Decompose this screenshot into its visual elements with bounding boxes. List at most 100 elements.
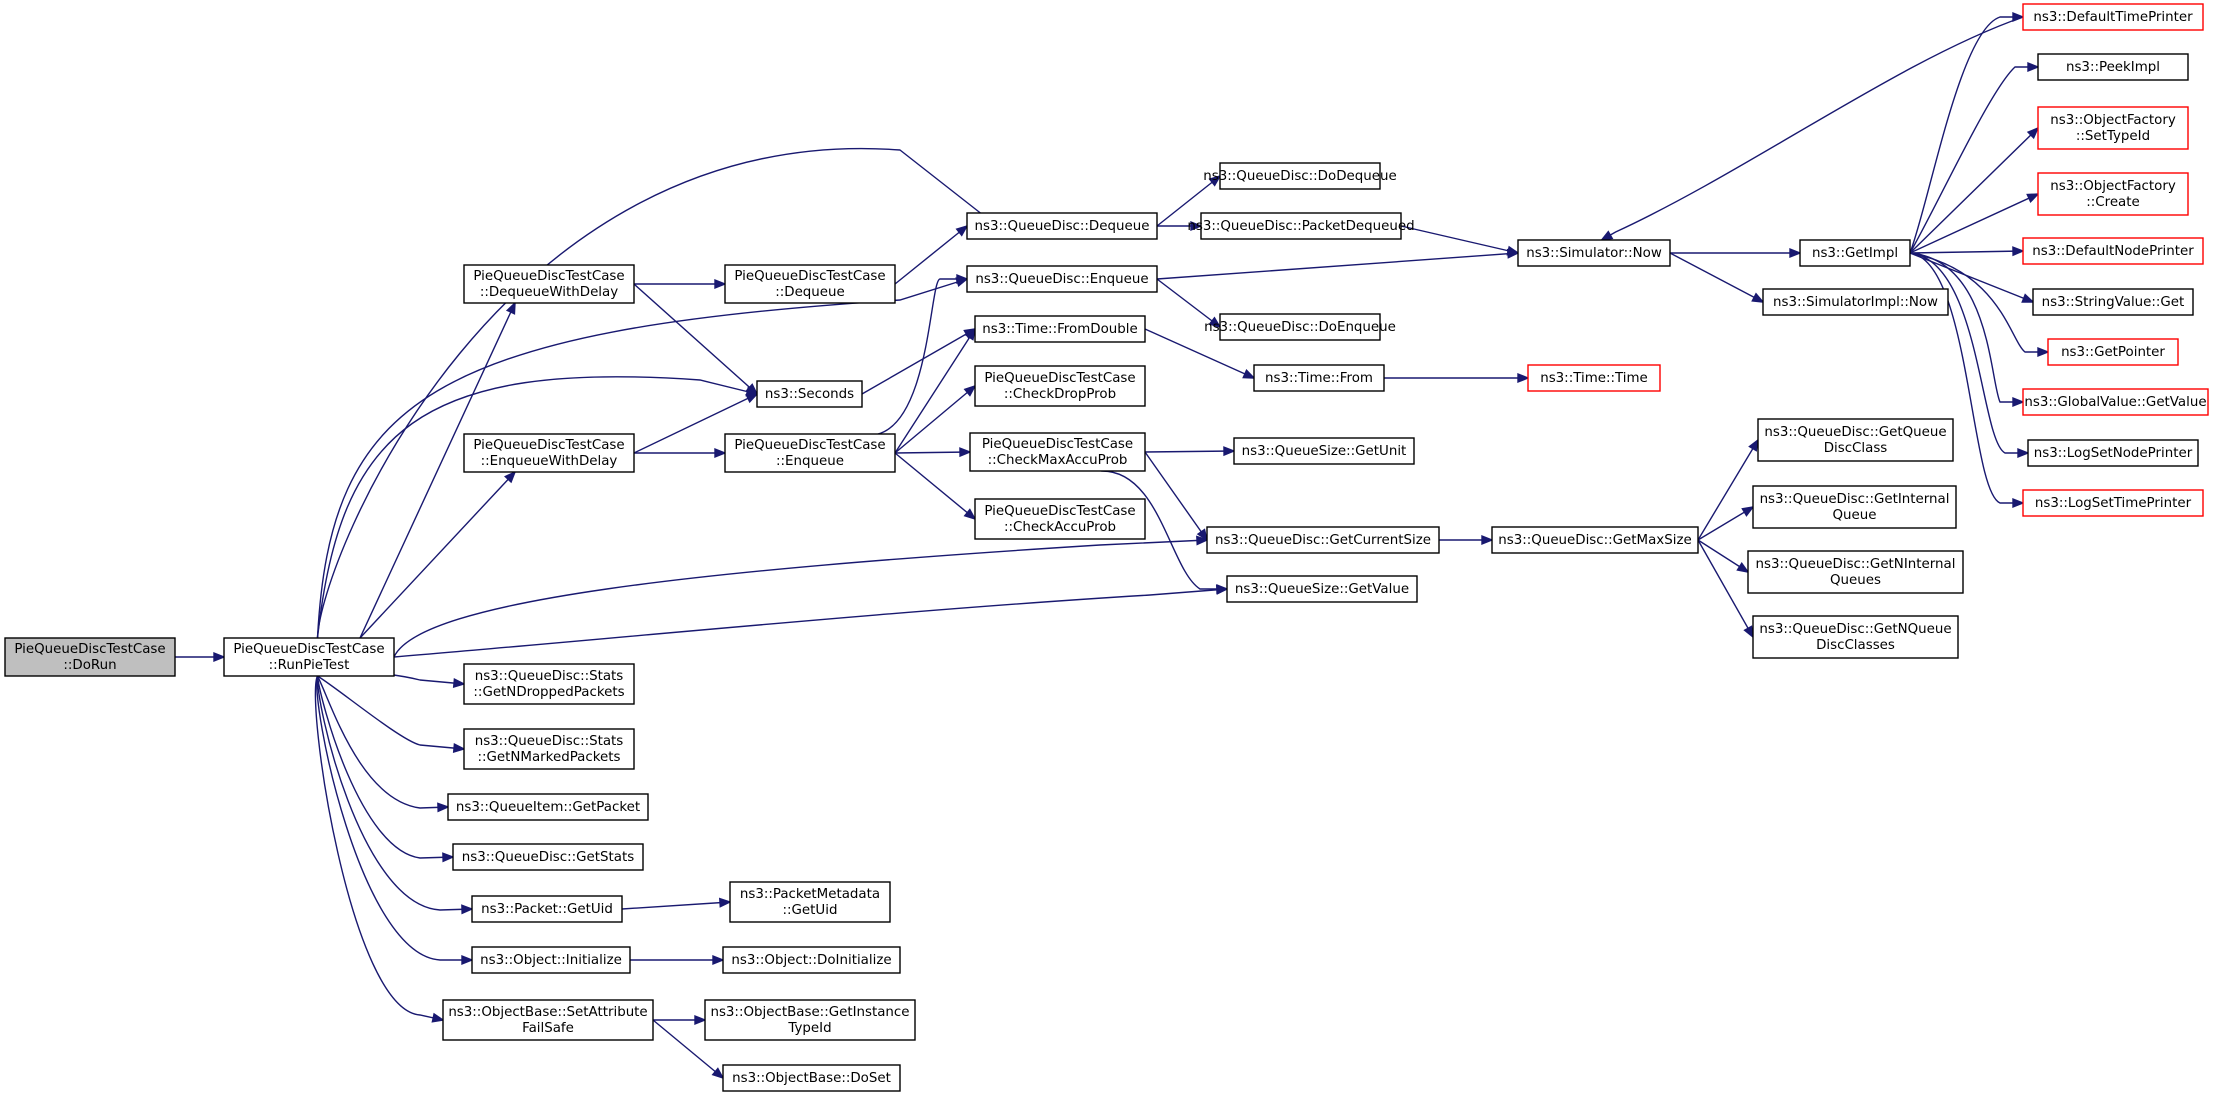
function-node[interactable]: PieQueueDiscTestCase::CheckDropProb [974,365,1146,407]
function-node[interactable]: ns3::PacketMetadata::GetUid [729,881,891,923]
function-node[interactable]: PieQueueDiscTestCase::EnqueueWithDelay [463,433,635,473]
function-node[interactable]: PieQueueDiscTestCase::Dequeue [724,264,896,304]
function-node[interactable]: PieQueueDiscTestCase::DoRun [4,637,176,677]
node-label: ns3::ObjectBase::GetInstance [710,1005,909,1020]
call-edge [1157,220,1203,232]
node-box [463,728,635,770]
node-box [1527,364,1661,392]
function-node[interactable]: ns3::Time::FromDouble [974,315,1146,343]
call-edge [894,452,977,521]
node-label: ::GetUid [783,903,838,918]
node-label: ns3::QueueDisc::GetNQueue [1759,622,1951,637]
node-box [463,433,635,473]
node-label: ns3::QueueDisc::GetCurrentSize [1215,533,1431,548]
function-node[interactable]: ns3::QueueItem::GetPacket [447,793,649,821]
function-node[interactable]: ns3::StringValue::Get [2032,288,2194,316]
function-node[interactable]: ns3::ObjectBase::DoSet [722,1064,901,1092]
function-node[interactable]: PieQueueDiscTestCase::CheckMaxAccuProb [969,432,1146,472]
node-box [2037,172,2189,216]
function-node[interactable]: PieQueueDiscTestCase::Enqueue [724,433,896,473]
function-node[interactable]: ns3::SimulatorImpl::Now [1762,288,1949,316]
node-label: ns3::Simulator::Now [1526,246,1662,261]
call-edge [1101,470,1229,595]
function-node[interactable]: PieQueueDiscTestCase::RunPieTest [223,637,395,677]
function-node[interactable]: ns3::QueueSize::GetUnit [1233,437,1415,465]
node-box [2022,388,2209,416]
function-node[interactable]: ns3::QueueDisc::GetCurrentSize [1206,526,1440,554]
function-node[interactable]: ns3::ObjectFactory::SetTypeId [2037,106,2189,150]
node-label: ns3::ObjectBase::SetAttribute [448,1005,647,1020]
function-node[interactable]: ns3::QueueDisc::Stats::GetNDroppedPacket… [463,663,635,705]
function-node[interactable]: ns3::DefaultTimePrinter [2022,3,2204,31]
node-label: ns3::ObjectFactory [2050,179,2176,194]
function-node[interactable]: PieQueueDiscTestCase::CheckAccuProb [974,498,1146,540]
call-edge [1909,252,2025,509]
call-edge [1599,16,2024,241]
function-node[interactable]: ns3::ObjectFactory::Create [2037,172,2189,216]
node-box [1219,162,1381,190]
function-node[interactable]: ns3::PeekImpl [2037,53,2189,81]
function-node[interactable]: ns3::QueueDisc::DoDequeue [1203,162,1397,190]
node-box [974,365,1146,407]
node-label: ns3::QueueDisc::GetQueue [1764,425,1946,440]
node-box [1206,526,1440,554]
call-edge [1156,248,1520,280]
node-label: ns3::GetPointer [2061,345,2165,360]
call-edge [861,328,977,395]
function-node[interactable]: ns3::Simulator::Now [1517,239,1671,267]
call-edge [633,283,759,396]
node-label: ns3::QueueDisc::GetMaxSize [1498,533,1691,548]
function-node[interactable]: ns3::QueueDisc::Dequeue [966,212,1158,240]
node-label: ::EnqueueWithDelay [481,454,618,469]
function-node[interactable]: ns3::GetPointer [2047,338,2179,366]
function-node[interactable]: ns3::Seconds [756,380,863,408]
function-node[interactable]: ns3::QueueSize::GetValue [1226,575,1418,603]
node-box [1253,364,1385,392]
node-box [452,843,644,871]
function-node[interactable]: PieQueueDiscTestCase::DequeueWithDelay [463,264,635,304]
function-node[interactable]: ns3::Object::Initialize [471,946,631,974]
node-box [1799,239,1911,267]
function-node[interactable]: ns3::DefaultNodePrinter [2022,237,2204,265]
call-edge [1669,252,1765,303]
function-node[interactable]: ns3::LogSetTimePrinter [2022,489,2204,517]
function-node[interactable]: ns3::QueueDisc::GetMaxSize [1491,526,1699,554]
node-label: PieQueueDiscTestCase [473,269,624,284]
node-label: ns3::SimulatorImpl::Now [1773,295,1938,310]
call-edge [1697,539,1750,574]
function-node[interactable]: ns3::Time::Time [1527,364,1661,392]
function-node[interactable]: ns3::GlobalValue::GetValue [2022,388,2209,416]
function-node[interactable]: ns3::GetImpl [1799,239,1911,267]
node-label: ns3::QueueDisc::DoEnqueue [1204,320,1396,335]
node-box [974,498,1146,540]
call-edge [1909,11,2025,254]
node-label: ns3::LogSetTimePrinter [2035,496,2192,511]
node-label: ns3::ObjectBase::DoSet [732,1071,891,1086]
function-node[interactable]: ns3::QueueDisc::GetStats [452,843,644,871]
call-edge [317,675,466,754]
function-node[interactable]: ns3::QueueDisc::Enqueue [966,265,1158,293]
function-node[interactable]: ns3::QueueDisc::Stats::GetNMarkedPackets [463,728,635,770]
call-edge [316,376,759,639]
function-node[interactable]: ns3::QueueDisc::DoEnqueue [1204,313,1396,341]
node-box [1233,437,1415,465]
function-node[interactable]: ns3::Time::From [1253,364,1385,392]
call-edge [1909,252,2030,459]
function-node[interactable]: ns3::LogSetNodePrinter [2027,439,2199,467]
node-box [471,946,631,974]
node-box [4,637,176,677]
node-label: DiscClass [1824,441,1888,456]
function-node[interactable]: ns3::QueueDisc::PacketDequeued [1187,212,1415,240]
node-label: ns3::Object::Initialize [480,953,622,968]
function-node[interactable]: ns3::Object::DoInitialize [722,946,901,974]
node-label: ::CheckDropProb [1004,387,1116,402]
function-node[interactable]: ns3::Packet::GetUid [471,895,623,923]
node-box [1226,575,1418,603]
call-edge [653,1014,707,1026]
